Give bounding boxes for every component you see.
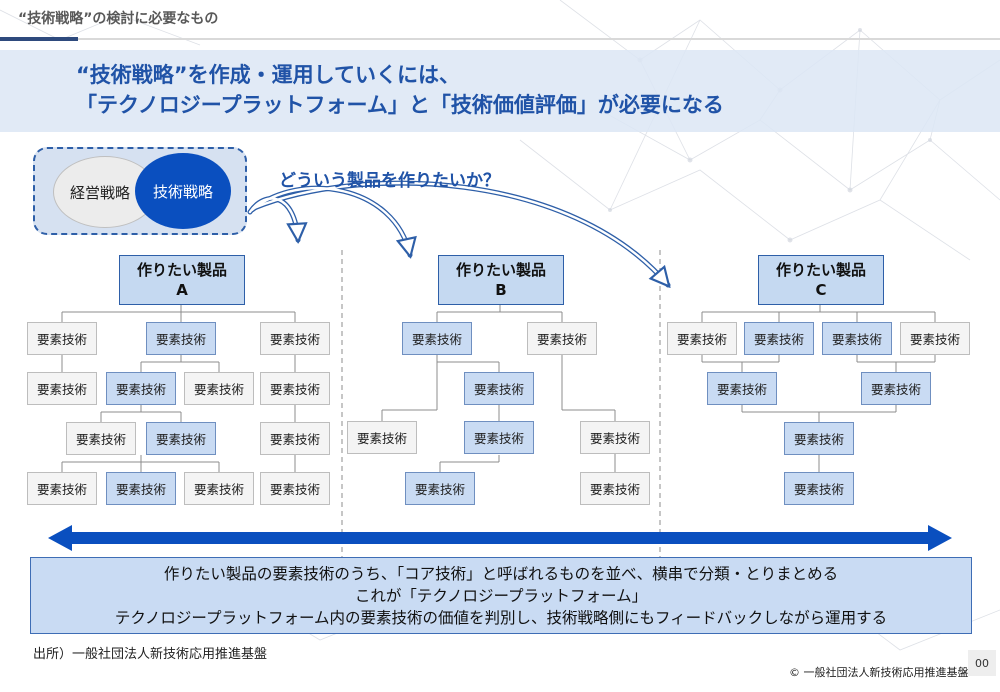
element-tech-box: 要素技術 — [27, 472, 97, 505]
element-tech-box: 要素技術 — [527, 322, 597, 355]
core-tech-box: 要素技術 — [784, 422, 854, 455]
section-title: “技術戦略”の検討に必要なもの — [18, 11, 219, 27]
product-c-letter: C — [815, 281, 827, 299]
summary-line-1: 作りたい製品の要素技術のうち、「コア技術」と呼ばれるものを並べ、横串で分類・とり… — [163, 564, 839, 583]
core-tech-box: 要素技術 — [861, 372, 931, 405]
technology-strategy-circle: 技術戦略 — [135, 153, 231, 229]
product-a-title: 作りたい製品 — [136, 261, 227, 279]
headline-band — [0, 50, 1000, 132]
product-a-letter: A — [176, 281, 188, 299]
element-tech-box: 要素技術 — [184, 372, 254, 405]
platform-summary-box: 作りたい製品の要素技術のうち、「コア技術」と呼ばれるものを並べ、横串で分類・とり… — [30, 557, 972, 634]
product-b-header: 作りたい製品 B — [438, 255, 564, 305]
element-tech-box: 要素技術 — [184, 472, 254, 505]
element-tech-box: 要素技術 — [580, 421, 650, 454]
product-b-letter: B — [495, 281, 507, 299]
management-strategy-label: 経営戦略 — [69, 183, 130, 202]
core-tech-box: 要素技術 — [822, 322, 892, 355]
title-divider-accent — [0, 37, 78, 41]
source-note: 出所）一般社団法人新技術応用推進基盤 — [33, 647, 268, 662]
core-tech-box: 要素技術 — [784, 472, 854, 505]
element-tech-box: 要素技術 — [900, 322, 970, 355]
strategy-group: 経営戦略 技術戦略 — [33, 147, 247, 235]
product-a-header: 作りたい製品 A — [119, 255, 245, 305]
element-tech-box: 要素技術 — [27, 322, 97, 355]
technology-strategy-label: 技術戦略 — [152, 182, 213, 201]
element-tech-box: 要素技術 — [260, 372, 330, 405]
copyright-notice: © 一般社団法人新技術応用推進基盤 — [789, 666, 969, 679]
product-c-title: 作りたい製品 — [775, 261, 866, 279]
element-tech-box: 要素技術 — [580, 472, 650, 505]
tree-lines — [61, 303, 936, 472]
element-tech-box: 要素技術 — [667, 322, 737, 355]
summary-line-2: これが「テクノロジープラットフォーム」 — [354, 586, 648, 605]
core-tech-box: 要素技術 — [707, 372, 777, 405]
core-tech-box: 要素技術 — [744, 322, 814, 355]
product-b-title: 作りたい製品 — [455, 261, 546, 279]
headline-line-2: 「テクノロジープラットフォーム」と「技術価値評価」が必要になる — [76, 93, 724, 117]
product-c-header: 作りたい製品 C — [758, 255, 884, 305]
platform-double-arrow — [48, 525, 952, 551]
core-tech-box: 要素技術 — [402, 322, 472, 355]
core-tech-box: 要素技術 — [464, 421, 534, 454]
core-tech-box: 要素技術 — [464, 372, 534, 405]
element-tech-box: 要素技術 — [260, 472, 330, 505]
element-tech-box: 要素技術 — [66, 422, 136, 455]
product-question: どういう製品を作りたいか？ — [279, 171, 500, 191]
headline-line-1: “技術戦略”を作成・運用していくには、 — [76, 63, 460, 87]
element-tech-box: 要素技術 — [27, 372, 97, 405]
core-tech-box: 要素技術 — [146, 322, 216, 355]
headline: “技術戦略”を作成・運用していくには、 「テクノロジープラットフォーム」と「技術… — [76, 60, 724, 120]
element-tech-box: 要素技術 — [260, 322, 330, 355]
core-tech-box: 要素技術 — [405, 472, 475, 505]
core-tech-box: 要素技術 — [106, 472, 176, 505]
element-tech-box: 要素技術 — [347, 421, 417, 454]
core-tech-box: 要素技術 — [106, 372, 176, 405]
summary-line-3: テクノロジープラットフォーム内の要素技術の価値を判別し、技術戦略側にもフィードバ… — [114, 608, 888, 627]
element-tech-box: 要素技術 — [260, 422, 330, 455]
title-divider — [0, 38, 1000, 40]
core-tech-box: 要素技術 — [146, 422, 216, 455]
page-number: 00 — [968, 650, 996, 676]
